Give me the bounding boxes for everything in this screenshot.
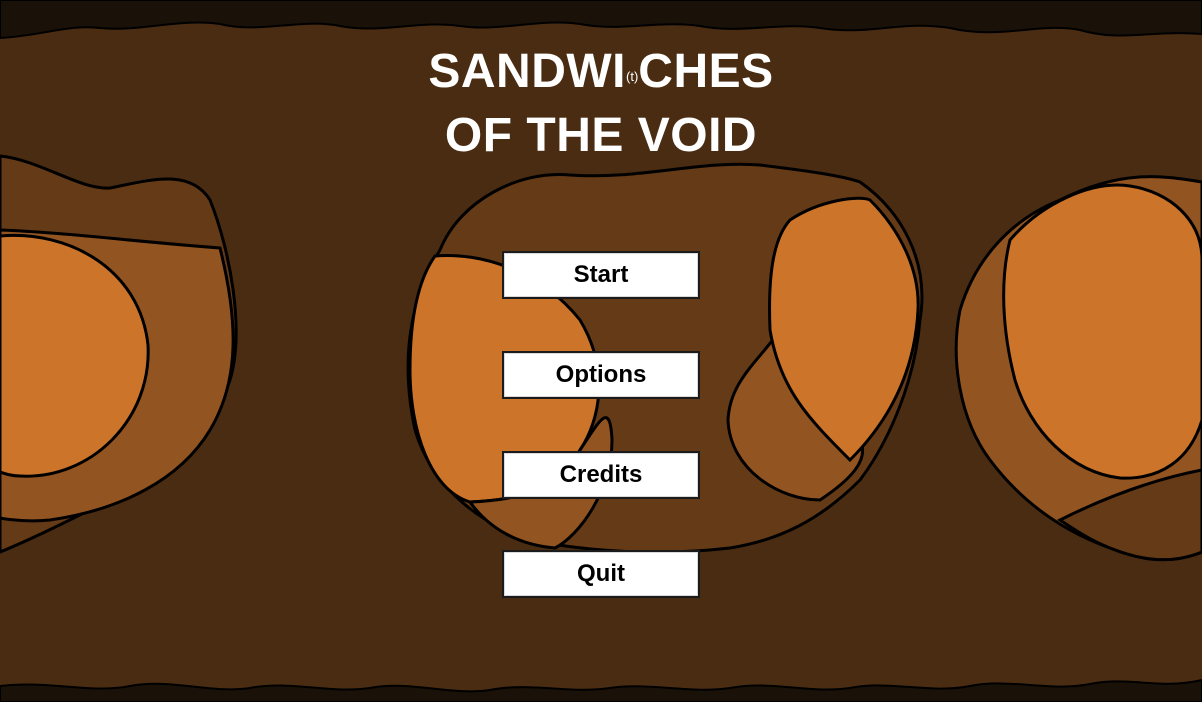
- start-button[interactable]: Start: [502, 251, 700, 299]
- game-title-line-2: OF THE VOID: [444, 109, 758, 162]
- top-edge: [0, 0, 1202, 40]
- title-part-a: SANDWI: [428, 45, 626, 98]
- options-button[interactable]: Options: [502, 351, 700, 399]
- game-title-line-1: SANDWI(t)CHES: [0, 44, 1202, 111]
- bottom-edge: [0, 678, 1202, 702]
- right-sandwich-lower-layer: [1057, 468, 1202, 562]
- center-sandwich-right-bread: [768, 196, 920, 463]
- left-sandwich-bread: [0, 233, 150, 478]
- title-superscript: (t): [626, 69, 639, 84]
- quit-button[interactable]: Quit: [502, 550, 700, 598]
- right-sandwich-bread: [1002, 183, 1202, 480]
- credits-button[interactable]: Credits: [502, 451, 700, 499]
- title-part-b: CHES: [638, 45, 774, 98]
